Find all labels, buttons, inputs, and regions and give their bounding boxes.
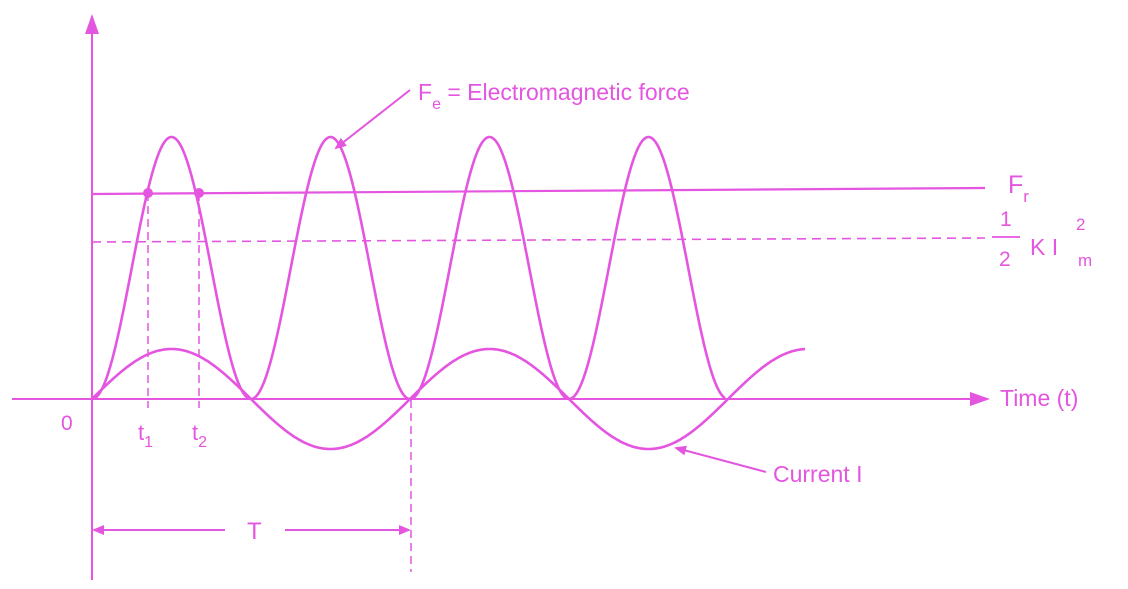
fr-label: Fr — [1008, 171, 1029, 206]
average-force-dashed-line — [91, 237, 986, 243]
electromagnetic-force-curve — [91, 135, 726, 401]
fr-level-line — [91, 186, 986, 196]
time-axis-label: Time (t) — [1000, 385, 1078, 411]
k-i-text: K I — [1030, 234, 1058, 260]
im-superscript: 2 — [1076, 215, 1085, 234]
average-force-label: 1 2 K I 2 m — [992, 208, 1092, 271]
t2-label: t2 — [192, 420, 207, 451]
period-label: T — [247, 518, 262, 545]
origin-label: 0 — [61, 412, 73, 435]
t1-label: t1 — [138, 420, 153, 451]
time-axis-arrowhead — [970, 392, 990, 406]
current-label: Current I — [773, 461, 862, 487]
fraction-denominator: 2 — [999, 248, 1011, 271]
fraction-numerator: 1 — [1000, 208, 1012, 231]
im-subscript: m — [1078, 251, 1092, 270]
fe-pointer-arrow — [334, 89, 411, 150]
y-axis-arrowhead — [85, 14, 99, 34]
current-curve — [91, 347, 805, 451]
current-pointer-arrow — [674, 445, 767, 473]
fe-label: Fe = Electromagnetic force — [418, 79, 690, 113]
